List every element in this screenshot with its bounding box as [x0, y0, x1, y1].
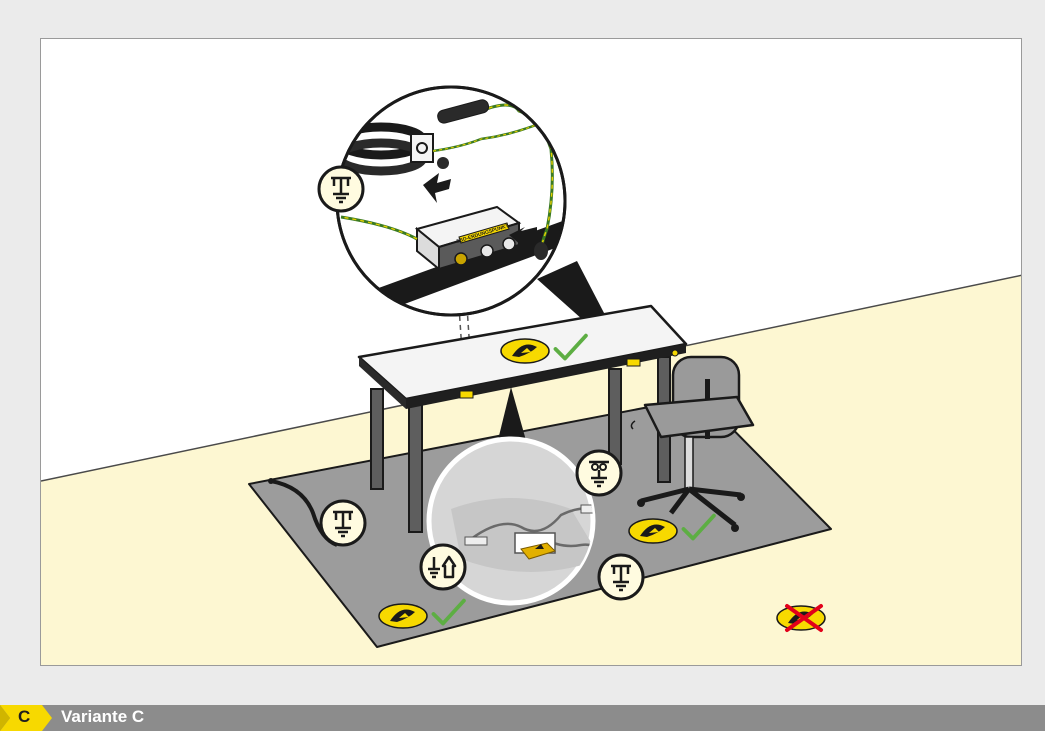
mat-press-stud — [268, 478, 274, 484]
esd-workstation-illustration: ESD-ERDUNGSPUNKT — [41, 39, 1021, 665]
table-socket-front — [459, 390, 474, 399]
illustration-panel: ESD-ERDUNGSPUNKT — [40, 38, 1022, 666]
caption-title: Variante C — [61, 707, 145, 726]
bottom-detail-lens — [426, 436, 596, 606]
cross-icon — [785, 604, 823, 632]
earth-ground-symbol-lens — [597, 553, 645, 601]
caption-letter: C — [18, 707, 31, 726]
caption-badge — [0, 705, 52, 731]
earth-ground-symbol-mat — [319, 499, 367, 547]
esd-chair — [630, 355, 755, 532]
grounding-socket: ESD-ERDUNGSPUNKT — [414, 205, 522, 272]
potential-equalization-symbol — [575, 449, 623, 497]
callout-pointer-bottom — [497, 387, 527, 444]
workbench — [357, 304, 688, 533]
table-socket-right — [626, 358, 641, 367]
insert-arrow-socket — [509, 227, 537, 245]
protective-earth-symbol — [419, 543, 467, 591]
floor-esd-mark-crossed — [776, 604, 826, 632]
earth-ground-symbol-top — [317, 165, 365, 213]
caption-bar: C Variante C — [0, 705, 1045, 731]
insert-arrow-wristband — [423, 173, 451, 203]
